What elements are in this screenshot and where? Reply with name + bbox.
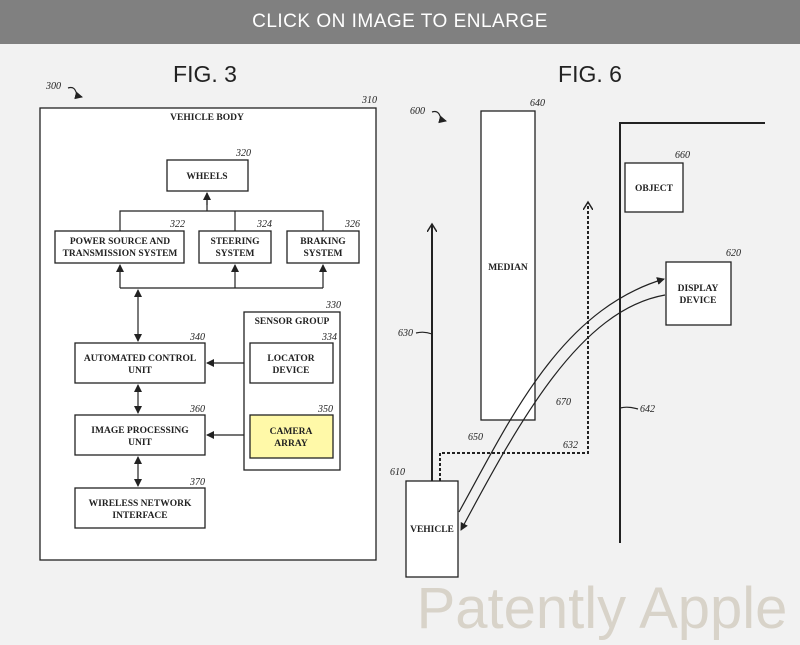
locator-label-2: DEVICE (273, 366, 310, 376)
ref-600: 600 (410, 106, 425, 117)
ref-334: 334 (321, 332, 337, 343)
ref-322: 322 (169, 219, 185, 230)
power-label-2: TRANSMISSION SYSTEM (63, 249, 178, 259)
ref-640: 640 (530, 98, 545, 109)
fig3-title: FIG. 3 (173, 61, 237, 87)
ref-340: 340 (189, 332, 205, 343)
steering-box (198, 230, 272, 264)
acu-label-2: UNIT (128, 366, 152, 376)
vehicle-box (405, 480, 459, 578)
ref-642: 642 (640, 404, 655, 415)
ref-300: 300 (45, 81, 61, 92)
object-label: OBJECT (635, 184, 674, 194)
braking-box (286, 230, 360, 264)
braking-label-2: SYSTEM (303, 249, 342, 259)
power-label-1: POWER SOURCE AND (70, 237, 170, 247)
enlarge-banner[interactable]: CLICK ON IMAGE TO ENLARGE (0, 0, 800, 44)
power-box (54, 230, 185, 264)
ref-arrow-600 (431, 110, 447, 124)
ref-330: 330 (325, 300, 341, 311)
median-box (480, 110, 536, 421)
wni-label-2: INTERFACE (112, 511, 167, 521)
leader-642 (619, 406, 639, 410)
ref-650: 650 (468, 432, 483, 443)
ipu-label-1: IMAGE PROCESSING (91, 426, 189, 436)
camera-box (249, 414, 334, 459)
ref-324: 324 (256, 219, 272, 230)
ref-670: 670 (556, 397, 571, 408)
wni-box (74, 487, 206, 529)
wheels-box (166, 159, 249, 192)
ipu-label-2: UNIT (128, 438, 152, 448)
ipu-box (74, 414, 206, 456)
road-edge (619, 122, 765, 543)
display-label-1: DISPLAY (678, 284, 719, 294)
ref-310: 310 (361, 95, 377, 106)
fig6-title: FIG. 6 (558, 61, 622, 87)
ref-350: 350 (317, 404, 333, 415)
signal-to-display (458, 277, 665, 513)
median-label: MEDIAN (488, 263, 528, 273)
wni-label-1: WIRELESS NETWORK (89, 499, 192, 509)
steering-label-1: STEERING (210, 237, 260, 247)
locator-box (249, 342, 334, 384)
leader-630 (415, 331, 433, 335)
ref-660: 660 (675, 150, 690, 161)
display-device-box (665, 261, 732, 326)
acu-label-1: AUTOMATED CONTROL (84, 354, 196, 364)
object-box (624, 162, 684, 213)
ref-632: 632 (563, 440, 578, 451)
ref-620: 620 (726, 248, 741, 259)
vehicle-label: VEHICLE (410, 525, 454, 535)
ref-610: 610 (390, 467, 405, 478)
ref-630: 630 (398, 328, 413, 339)
locator-label-1: LOCATOR (267, 354, 314, 364)
ref-arrow (67, 86, 83, 100)
braking-label-1: BRAKING (300, 237, 346, 247)
signal-to-vehicle (460, 294, 666, 531)
ref-370: 370 (189, 477, 205, 488)
wheels-label: WHEELS (186, 172, 227, 182)
camera-label-1: CAMERA (270, 427, 313, 437)
ref-320: 320 (235, 148, 251, 159)
display-label-2: DEVICE (680, 296, 717, 306)
path-632-dotted (439, 202, 588, 481)
ref-360: 360 (189, 404, 205, 415)
camera-label-2: ARRAY (274, 439, 308, 449)
vehicle-body-label: VEHICLE BODY (170, 113, 244, 123)
steering-label-2: SYSTEM (215, 249, 254, 259)
watermark: Patently Apple (417, 576, 788, 641)
acu-box (74, 342, 206, 384)
sensor-group-label: SENSOR GROUP (255, 317, 330, 327)
ref-326: 326 (344, 219, 360, 230)
